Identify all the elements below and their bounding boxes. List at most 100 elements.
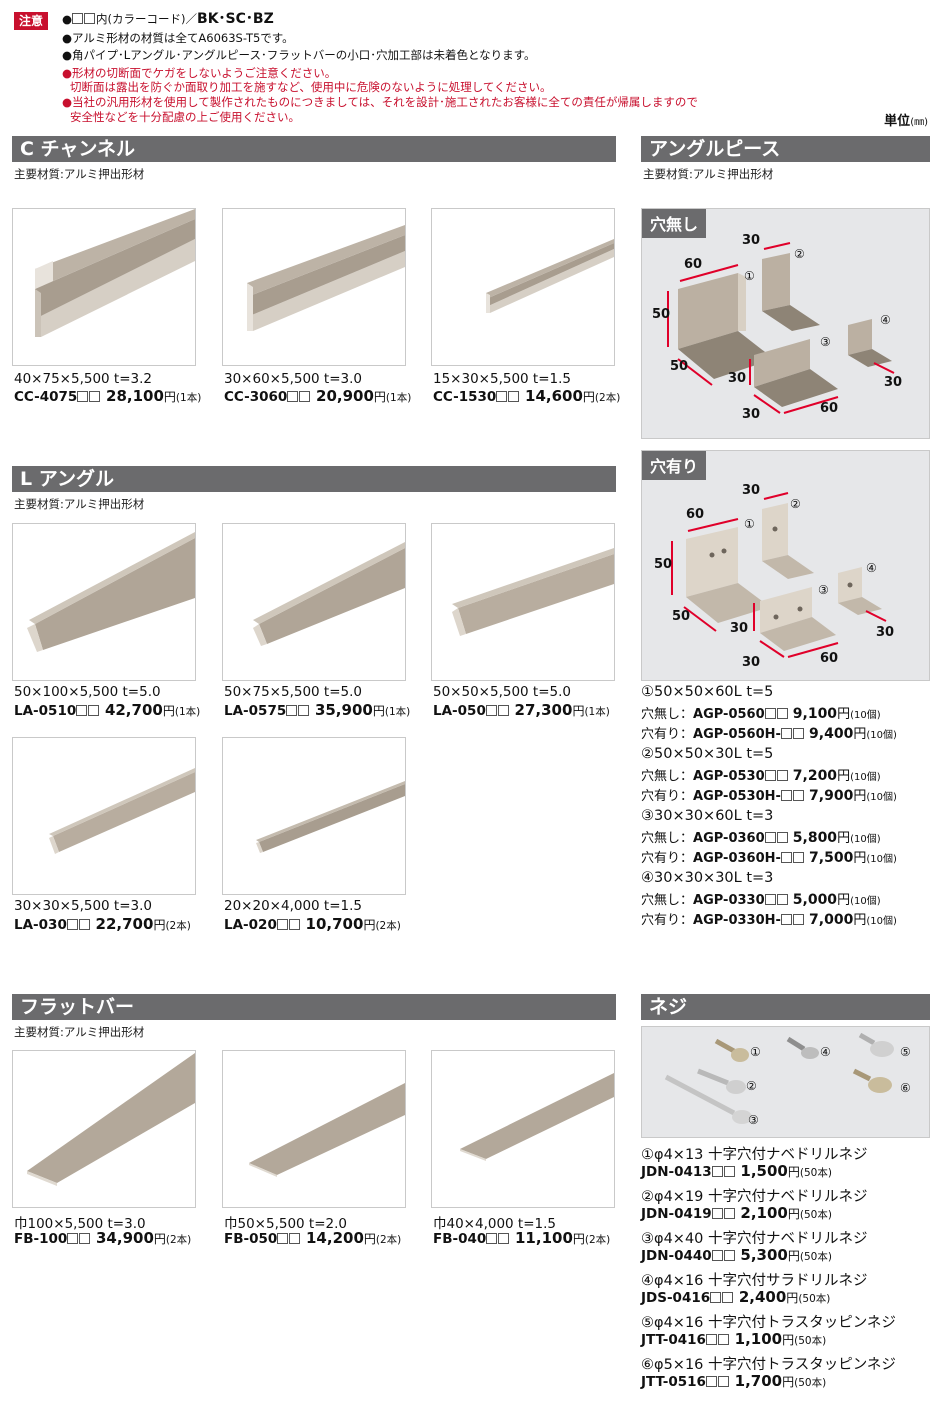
dim-label: 50: [652, 307, 671, 322]
color-code-box-icon: [764, 770, 776, 781]
angle-piece-no-hole-line: 穴無し：AGP-0330 5,000円(10個): [641, 892, 881, 908]
color-code-box-icon: [72, 13, 84, 24]
product-code-price: LA-0510 42,700円(1本): [14, 701, 201, 719]
color-code-box-icon: [780, 790, 792, 801]
color-code-box-icon: [79, 1233, 91, 1244]
color-code-box-icon: [711, 1250, 723, 1261]
hole-tag: 穴有り: [642, 451, 707, 480]
angle-piece-hole-line: 穴有り：AGP-0560H- 9,400円(10個): [641, 726, 897, 742]
angle-piece-hole-line: 穴有り：AGP-0330H- 7,000円(10個): [641, 912, 897, 928]
screw-mark: ⑤: [900, 1045, 911, 1059]
product-code-price: CC-3060 20,900円(1本): [224, 387, 412, 405]
color-code-box-icon: [776, 894, 788, 905]
color-code-box-icon: [792, 790, 804, 801]
note-cut-treatment: 切断面は露出を防ぐか面取り加工を施すなど、使用中に危険のないように処理してくださ…: [70, 80, 552, 94]
angle-piece-hole-line: 穴有り：AGP-0530H- 7,900円(10個): [641, 788, 897, 804]
screw-mark: ④: [820, 1045, 831, 1059]
color-code-box-icon: [88, 705, 100, 716]
color-code-box-icon: [497, 705, 509, 716]
product-code-price: CC-1530 14,600円(2本): [433, 387, 621, 405]
color-code-box-icon: [67, 1233, 79, 1244]
screw-image: ① ② ③ ④ ⑤ ⑥: [641, 1026, 930, 1138]
angle-piece-item-head: ④30×30×30L t=3: [641, 870, 774, 886]
product-code-price: LA-0575 35,900円(1本): [224, 701, 411, 719]
color-code-box-icon: [776, 770, 788, 781]
color-code-box-icon: [277, 1233, 289, 1244]
product-code-price: CC-4075 28,100円(1本): [14, 387, 202, 405]
product-code-price: FB-050 14,200円(2本): [224, 1229, 402, 1247]
dim-label: 30: [730, 621, 749, 636]
color-code-box-icon: [508, 391, 520, 402]
color-code-box-icon: [723, 1250, 735, 1261]
product-spec: 巾50×5,500 t=2.0: [224, 1216, 348, 1232]
color-code-box-icon: [78, 919, 90, 930]
color-code-box-icon: [705, 1376, 717, 1387]
color-code-box-icon: [776, 708, 788, 719]
dim-label: 50: [672, 609, 691, 624]
product-code-price: LA-030 22,700円(2本): [14, 915, 191, 933]
color-code-box-icon: [764, 708, 776, 719]
material-label: 主要材質:アルミ押出形材: [14, 167, 145, 181]
color-code-box-icon: [764, 832, 776, 843]
product-image-cc-1530: [431, 208, 615, 366]
angle-piece-hole-image: 穴有り 60 30 50 50 30 30 60 30 ① ② ③ ④: [641, 450, 930, 681]
angle-piece-hole-line: 穴有り：AGP-0360H- 7,500円(10個): [641, 850, 897, 866]
product-image-fb-100: [12, 1050, 196, 1208]
screw-item-head: ④φ4×16 十字穴付サラドリルネジ: [641, 1273, 868, 1289]
color-code-box-icon: [717, 1334, 729, 1345]
screw-item-head: ③φ4×40 十字穴付ナベドリルネジ: [641, 1231, 868, 1247]
dim-label: 30: [742, 407, 761, 422]
piece-mark: ④: [880, 313, 891, 327]
dim-label: 50: [654, 557, 673, 572]
dim-label: 30: [742, 483, 761, 498]
screw-code-price: JTT-0516 1,700円(50本): [641, 1372, 827, 1390]
section-header-screw: ネジ: [641, 994, 930, 1020]
angle-piece-no-hole-image: 穴無し 60 30 50 50 30 30 60 30 ① ② ③ ④: [641, 208, 930, 439]
dim-label: 60: [820, 651, 839, 666]
dim-label: 30: [728, 371, 747, 386]
piece-mark: ②: [794, 247, 805, 261]
dim-label: 50: [670, 359, 689, 374]
angle-piece-no-hole-line: 穴無し：AGP-0560 9,100円(10個): [641, 706, 881, 722]
screw-code-price: JDN-0440 5,300円(50本): [641, 1246, 832, 1264]
caution-badge: 注意: [14, 12, 48, 30]
color-code-box-icon: [705, 1334, 717, 1345]
dim-label: 30: [876, 625, 895, 640]
section-header-angle-piece: アングルピース: [641, 136, 930, 162]
dim-label: 60: [820, 401, 839, 416]
screw-code-price: JDN-0419 2,100円(50本): [641, 1204, 832, 1222]
product-image-fb-040: [431, 1050, 615, 1208]
color-code-box-icon: [780, 728, 792, 739]
product-code-price: LA-020 10,700円(2本): [224, 915, 401, 933]
dim-label: 30: [742, 233, 761, 248]
product-code-price: FB-040 11,100円(2本): [433, 1229, 611, 1247]
color-code-box-icon: [286, 705, 298, 716]
color-code-box-icon: [711, 1166, 723, 1177]
color-code-box-icon: [288, 919, 300, 930]
color-code-box-icon: [486, 1233, 498, 1244]
product-image-cc-3060: [222, 208, 406, 366]
color-code-box-icon: [792, 914, 804, 925]
dim-label: 60: [686, 507, 705, 522]
dim-label: 30: [884, 375, 903, 390]
color-code-box-icon: [76, 705, 88, 716]
product-code-price: FB-100 34,900円(2本): [14, 1229, 192, 1247]
note-responsibility: ●当社の汎用形材を使用して製作されたものにつきましては、それを設計･施工されたお…: [62, 95, 698, 109]
color-code-box-icon: [776, 832, 788, 843]
color-code-box-icon: [723, 1166, 735, 1177]
screw-item-head: ⑤φ4×16 十字穴付トラスタッピンネジ: [641, 1315, 896, 1331]
color-code-box-icon: [496, 391, 508, 402]
product-spec: 50×50×5,500 t=5.0: [433, 684, 571, 700]
dim-label: 30: [742, 655, 761, 670]
color-code-box-icon: [276, 919, 288, 930]
color-code-box-icon: [498, 1233, 510, 1244]
screw-code-price: JDS-0416 2,400円(50本): [641, 1288, 831, 1306]
color-code-box-icon: [298, 705, 310, 716]
product-spec: 50×75×5,500 t=5.0: [224, 684, 362, 700]
angle-piece-no-hole-line: 穴無し：AGP-0530 7,200円(10個): [641, 768, 881, 784]
product-spec: 15×30×5,500 t=1.5: [433, 371, 571, 387]
product-code-price: LA-050 27,300円(1本): [433, 701, 610, 719]
color-code-box-icon: [792, 728, 804, 739]
color-code-box-icon: [723, 1208, 735, 1219]
color-code-box-icon: [77, 391, 89, 402]
